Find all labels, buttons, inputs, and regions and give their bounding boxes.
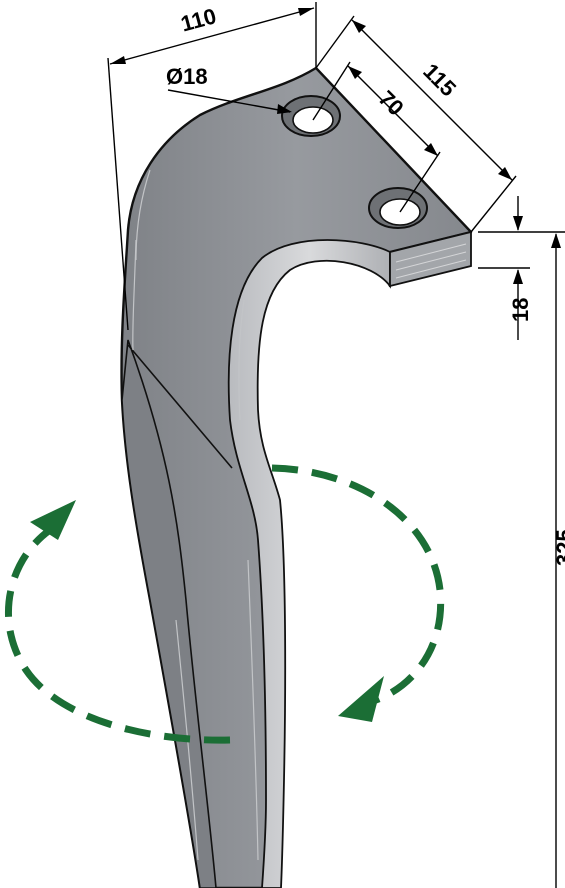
mounting-hole-lower (368, 187, 428, 229)
rotation-arc-back (271, 464, 445, 706)
dimension-hole-diameter: Ø18 (166, 64, 292, 114)
flange-end-face (389, 230, 472, 288)
rotation-arrowhead-right (338, 676, 384, 722)
tine-blade (120, 66, 473, 888)
dimension-70-label: 70 (374, 86, 409, 121)
dimension-18-label: 18 (508, 298, 533, 322)
dimension-110: 110 (107, 2, 317, 331)
mounting-hole-upper (281, 95, 341, 137)
dimension-115-label: 115 (418, 59, 461, 102)
dimension-110-label: 110 (178, 3, 219, 36)
dimension-325: 325 (530, 231, 565, 888)
blade-highlights (132, 169, 259, 861)
dimension-hole-diameter-label: Ø18 (166, 64, 208, 89)
dimension-18: 18 (478, 196, 533, 340)
bevel-edge-line (127, 344, 233, 469)
blade-bevel (121, 339, 217, 888)
rotation-arrow-icon (4, 464, 445, 744)
flange-end-texture (395, 243, 467, 279)
dimension-325-label: 325 (552, 529, 565, 566)
rotation-arrowhead-left (30, 500, 76, 540)
blade-face (120, 66, 473, 888)
rotation-arc-front (4, 527, 231, 744)
